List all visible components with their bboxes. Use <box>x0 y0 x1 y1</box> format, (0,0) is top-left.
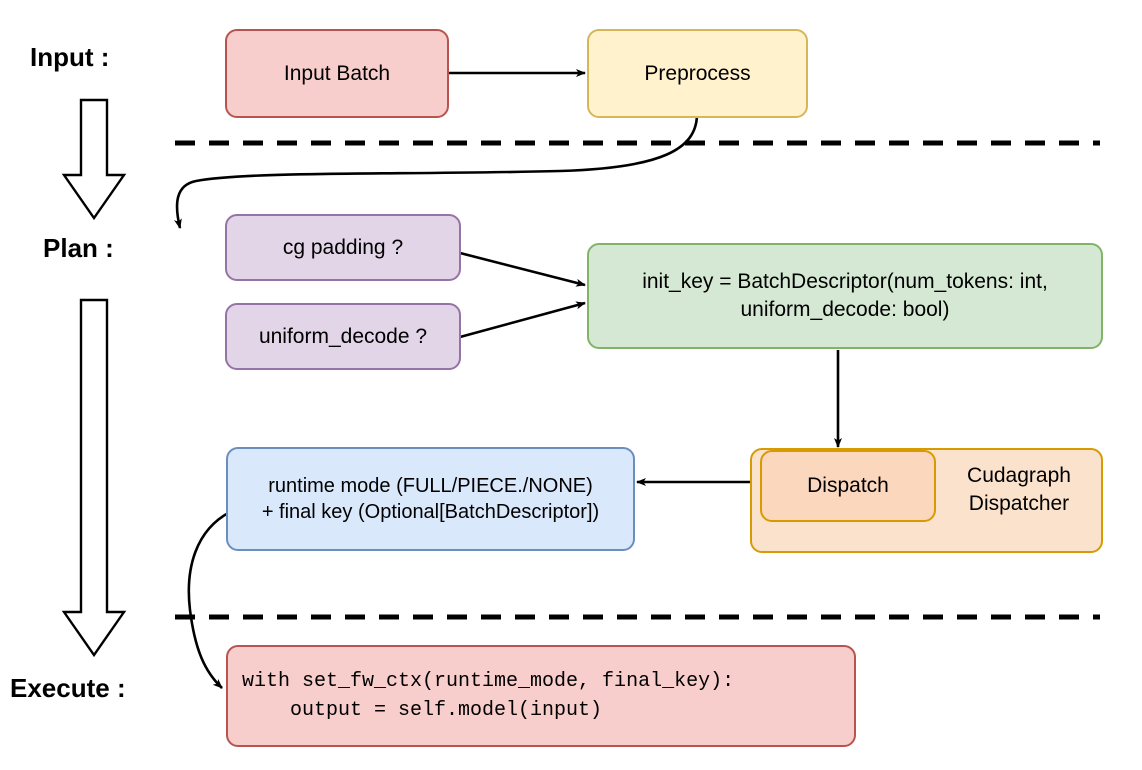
node-preprocess[interactable]: Preprocess <box>587 29 808 118</box>
node-dispatch[interactable]: Dispatch <box>760 450 936 522</box>
connector-runtime-mode-to-execute-code <box>187 510 231 689</box>
node-uniform-decode[interactable]: uniform_decode ? <box>225 303 461 370</box>
stage-label-input: Input : <box>30 42 110 72</box>
node-input-batch[interactable]: Input Batch <box>225 29 449 118</box>
node-cg-padding[interactable]: cg padding ? <box>225 214 461 281</box>
cudagraph-dispatcher-label: Cudagraph Dispatcher <box>967 464 1071 515</box>
connector-cg-padding-to-init-key <box>459 251 586 287</box>
connector-uniform-decode-to-init-key <box>459 301 586 339</box>
stage-label-execute: Execute : <box>10 673 126 703</box>
input-to-plan-flow-arrow <box>61 98 127 221</box>
node-runtime-mode[interactable]: runtime mode (FULL/PIECE./NONE) + final … <box>226 447 635 551</box>
node-init-key[interactable]: init_key = BatchDescriptor(num_tokens: i… <box>587 243 1103 349</box>
plan-to-execute-flow-arrow <box>61 298 127 658</box>
stage-label-plan: Plan : <box>43 233 114 263</box>
connector-preprocess-to-cg-padding <box>174 113 699 229</box>
node-execute-code[interactable]: with set_fw_ctx(runtime_mode, final_key)… <box>226 645 856 747</box>
